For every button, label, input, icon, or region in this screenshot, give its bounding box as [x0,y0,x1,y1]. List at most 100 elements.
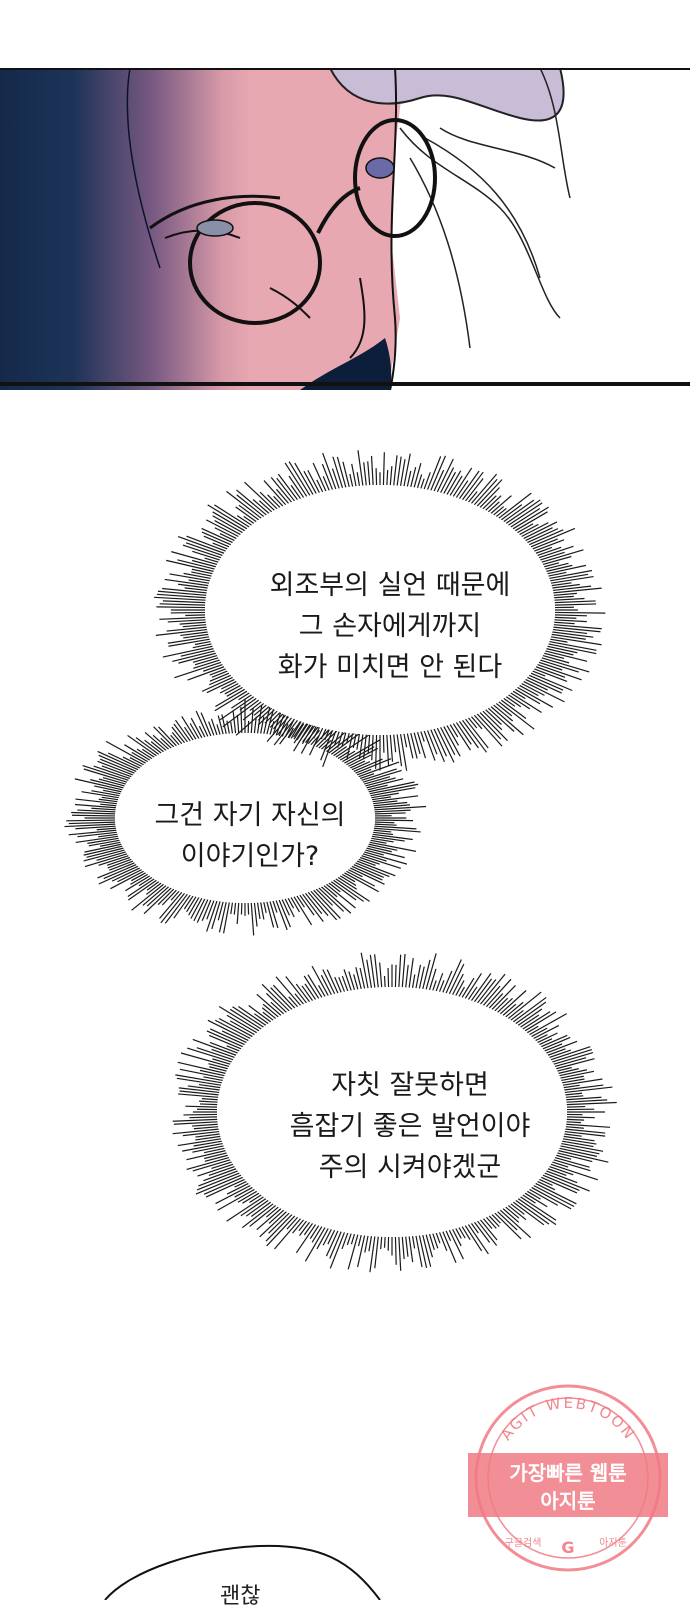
bubble-spike [390,735,392,762]
bubble-spike [453,468,471,497]
bubble-spike [508,1205,526,1219]
bubble-spike [219,1007,259,1031]
bubble-spike [227,1197,264,1221]
bubble-spike [194,1127,218,1129]
bubble-spike [402,1237,404,1259]
bubble-spike [456,981,464,996]
bubble-spike [471,973,490,1000]
bubble-spike [554,599,584,601]
bubble-spike [404,734,407,747]
bubble-spike [210,669,226,675]
bubble-spike [184,573,211,578]
bubble-spike [359,734,362,759]
bubble-spike [239,505,259,520]
bubble-spike [210,1029,244,1045]
bubble-spike [567,1103,617,1105]
bubble-spike [395,1237,396,1265]
bubble-spike [199,1101,217,1102]
bubble-spike [310,1226,318,1239]
bubble-spike [385,1237,386,1248]
watermark-stamp: AGIT WEBTOON 가장빠른 웹툰 아지툰 구글검색 G 아지툰 [468,1378,668,1578]
bubble-spike [173,1119,218,1121]
bubble-spike [330,1232,344,1268]
bubble-spike [261,902,264,919]
bubble-spike [69,822,115,823]
bubble-spike [552,632,593,637]
bubble-spike [236,507,257,522]
bubble-spike [407,471,410,487]
bubble-spike [274,496,283,506]
bubble-spike [421,479,424,489]
bubble-spike [260,492,277,509]
watermark-line-2: 아지툰 [540,1489,595,1513]
bubble-spike [483,986,500,1005]
bubble-spike [77,810,115,812]
bubble-spike [381,1237,382,1249]
bubble-spike [100,804,116,806]
bubble-spike [289,997,298,1007]
bubble-spike [375,1237,378,1269]
bubble-spike [217,724,220,734]
bubble-spike [351,1234,354,1244]
bubble-spike [357,472,359,486]
bubble-spike [180,622,206,624]
bubble-spike [504,698,515,706]
bubble-spike [421,732,424,742]
bubble-spike [388,968,389,987]
bubble-spike [419,1235,426,1267]
bubble-spike [525,1193,547,1207]
bubble-spike [491,707,523,735]
bubble-spike [343,462,349,487]
bubble-spike [241,707,242,733]
bubble-spike [446,960,461,994]
bubble-spike [440,1232,447,1251]
bubble-spike [192,1124,218,1126]
bubble-spike [474,1222,489,1242]
bubble-spike [555,601,596,603]
bubble-spike [496,508,506,516]
bubble-spike [501,505,522,520]
bubble-spike [350,474,353,487]
bubble-spike [263,1012,273,1020]
bubble-spike [239,693,250,700]
bubble-spike [299,1221,307,1231]
bubble-spike [244,516,254,523]
bubble-spike [91,808,115,810]
bubble-spike [494,507,504,515]
bubble-spike [555,615,587,616]
bubble-spike [546,1041,577,1053]
bubble-spike [136,738,159,755]
bubble-spike [145,732,166,750]
bubble-spike [565,1087,613,1092]
bubble-spike [459,471,479,499]
bubble-spike [394,735,396,753]
bubble-spike [367,779,404,788]
bubble-spike [383,452,384,485]
bubble-spike [264,902,266,913]
bubble-spike [257,994,281,1015]
bubble-1-text: 외조부의 실언 때문에 그 손자에게까지 화가 미치면 안 된다 [230,565,550,688]
bubble-spike [71,813,115,814]
bubble-spike [433,980,436,990]
bubble-spike [399,1237,401,1271]
bubble-spike [282,899,289,915]
bubble-spike [97,828,116,830]
bubble-spike [368,461,370,485]
bubble-spike [554,622,575,623]
bubble-spike [304,1223,312,1235]
bubble-spike [545,651,587,661]
bubble-spike [462,472,483,500]
bubble-spike [171,891,179,900]
bubble-spike [416,1236,422,1267]
bubble-spike [163,601,205,603]
bubble-spike [459,721,478,748]
bubble-spike [523,1012,550,1029]
bubble-spike [365,1236,368,1253]
bubble-spike [385,976,386,987]
bubble-spike [175,720,190,741]
bubble-spike [234,903,235,915]
bubble-spike [185,615,205,616]
bubble-spike [94,766,130,778]
bubble-spike [431,730,445,762]
bubble-spike [402,954,405,987]
